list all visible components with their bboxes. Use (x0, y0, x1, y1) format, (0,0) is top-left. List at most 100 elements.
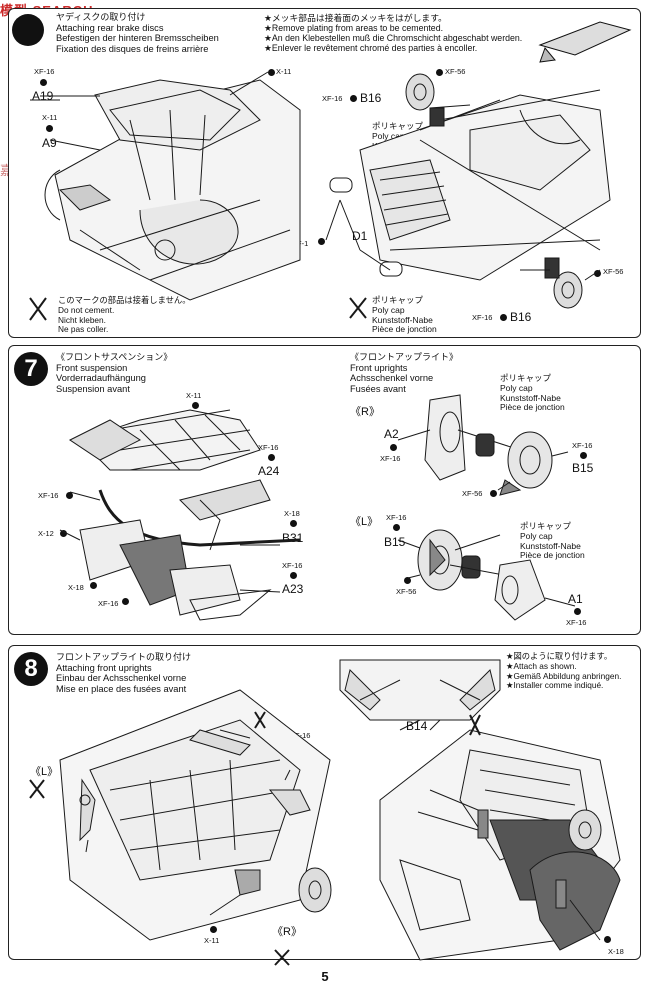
polycap-fr: Pièce de jonction (372, 324, 437, 335)
paint-dot (390, 444, 397, 451)
step-7-right-title: 《フロントアップライト》 Front uprights Achsschenkel… (350, 352, 458, 394)
paint-x11-top: X-11 (276, 67, 292, 76)
paint-dot (404, 577, 411, 584)
polycap-de: Kunststoff-Nabe (372, 314, 433, 325)
polycap-de: Kunststoff-Nabe (500, 392, 561, 403)
step-8-title: フロントアップライトの取り付け Attaching front uprights… (56, 652, 191, 694)
paint-dot (268, 69, 275, 76)
paint-dot (500, 314, 507, 321)
note-en: ★Remove plating from areas to be cemente… (264, 23, 444, 33)
paint-x11-a9: X-11 (42, 113, 58, 122)
paint-dot (268, 454, 275, 461)
step-8-badge: 8 (14, 652, 48, 686)
polycap-jp: ポリキャップ (520, 521, 572, 531)
polycap-label-6b: ポリキャップ Poly cap Kunststoff-Nabe Pièce de… (372, 295, 437, 335)
paint-dot (580, 452, 587, 459)
step-7-left-title: 《フロントサスペンション》 Front suspension Vorderrad… (56, 352, 172, 394)
side-l-8: 《L》 (30, 766, 59, 778)
s8-note-fr: ★Installer comme indiqué. (506, 680, 604, 691)
page-number: 5 (321, 969, 329, 984)
s7-x12: X-12 (38, 529, 54, 538)
paint-dot (122, 598, 129, 605)
s7-right-de: Achsschenkel vorne (350, 373, 434, 384)
note-jp: ★メッキ部品は接着面のメッキをはがします。 (264, 13, 447, 23)
nocement-de: Nicht kleben. (58, 314, 106, 325)
polycap-label-6a: ポリキャップ Poly cap Kunststoff-Nabe Pièce de… (372, 121, 437, 161)
part-a2: A2 (384, 427, 399, 441)
paint-dot (212, 724, 219, 731)
s7-xf16-a2: XF-16 (380, 454, 401, 463)
paint-dot (290, 572, 297, 579)
polycap-en: Poly cap (520, 530, 553, 541)
s7-left-en: Front suspension (56, 362, 128, 373)
step-8-notes: ★図のように取り付けます。 ★Attach as shown. ★Gemäß A… (506, 651, 622, 691)
paint-dot (490, 490, 497, 497)
polycap-label-7b: ポリキャップ Poly cap Kunststoff-Nabe Pièce de… (520, 521, 585, 561)
s8-note-en: ★Attach as shown. (506, 660, 577, 671)
part-b31: B31 (282, 531, 304, 545)
s7-xf16-a23: XF-16 (282, 561, 303, 570)
part-a7: A7 (204, 909, 219, 923)
polycap-fr: Pièce de jonction (520, 550, 585, 561)
part-a6: A6 (74, 823, 89, 837)
s7-x18-left: X-18 (68, 583, 84, 592)
s7-xf16-b15l: XF-16 (386, 513, 407, 522)
part-b16-top: B16 (360, 91, 382, 105)
polycap-jp: ポリキャップ (372, 295, 424, 305)
s8-x18-bottom: X-18 (608, 947, 624, 956)
part-a24: A24 (258, 464, 280, 478)
polycap-fr: Pièce de jonction (500, 402, 565, 413)
paint-dot (210, 926, 217, 933)
paint-dot (192, 402, 199, 409)
paint-dot (416, 788, 423, 795)
polycap-en: Poly cap (372, 304, 405, 315)
s8-note-de: ★Gemäß Abbildung anbringen. (506, 670, 622, 681)
s7-left-fr: Suspension avant (56, 383, 130, 394)
note-fr: ★Enlever le revêtement chromé des partie… (264, 43, 478, 53)
step-6-notes: ★メッキ部品は接着面のメッキをはがします。 ★Remove plating fr… (264, 13, 522, 53)
s8-x18: X-18 (410, 777, 426, 786)
paint-dot (290, 772, 297, 779)
side-r-8: 《R》 (272, 926, 302, 938)
s8-title-en: Attaching front uprights (56, 662, 152, 673)
polycap-fr: Pièce de jonction (372, 150, 437, 161)
paint-dot (66, 492, 73, 499)
step-7-badge: 7 (14, 352, 48, 386)
part-a11: A11 (254, 729, 275, 743)
s7-left-jp: 《フロントサスペンション》 (56, 352, 173, 362)
s7-x11: X-11 (186, 391, 202, 400)
paint-xf56-top: XF-56 (445, 67, 466, 76)
paint-dot (280, 732, 287, 739)
side-l-label: 《L》 (350, 516, 379, 528)
s7-xf16-b15: XF-16 (572, 441, 593, 450)
s8-title-jp: フロントアップライトの取り付け (56, 652, 192, 662)
s8-xf16: XF-16 (290, 731, 311, 740)
paint-dot (290, 520, 297, 527)
s7-left-de: Vorderradaufhängung (56, 373, 146, 384)
s7-right-en: Front uprights (350, 362, 408, 373)
paint-xf16-b16: XF-16 (322, 94, 343, 103)
paint-dot (40, 79, 47, 86)
no-cement-note: このマークの部品は接着しません。 Do not cement. Nicht kl… (58, 295, 191, 335)
nocement-fr: Ne pas coller. (58, 324, 109, 335)
step-6-title-jp: ヤディスクの取り付け (56, 12, 146, 22)
paint-dot (393, 524, 400, 531)
part-a23: A23 (282, 582, 304, 596)
s7-x18-b31: X-18 (284, 509, 300, 518)
paint-xf56-bottom: XF-56 (603, 267, 624, 276)
part-a1: A1 (568, 592, 583, 606)
s8-x11-a6: X-11 (74, 850, 90, 859)
paint-dot (594, 270, 601, 277)
paint-dot (318, 238, 325, 245)
s8-xf1-a: XF-1 (206, 713, 223, 722)
paint-dot (60, 530, 67, 537)
s7-xf16-bottom: XF-16 (98, 599, 119, 608)
polycap-label-7a: ポリキャップ Poly cap Kunststoff-Nabe Pièce de… (500, 373, 565, 413)
step-6-badge (12, 14, 44, 46)
s7-xf56-r: XF-56 (462, 489, 483, 498)
step-6-panel (8, 8, 641, 338)
s7-xf56-l: XF-56 (396, 587, 417, 596)
part-b14-top: B14 (406, 719, 428, 733)
s8-xf1-b: XF-1 (284, 761, 301, 770)
s8-note-jp: ★図のように取り付けます。 (506, 651, 613, 661)
